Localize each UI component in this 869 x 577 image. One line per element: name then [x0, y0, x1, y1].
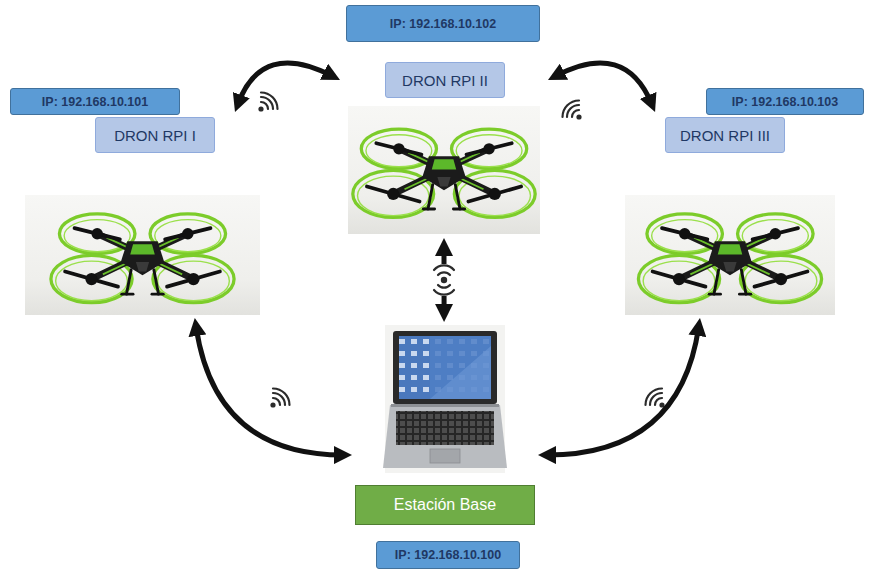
ip-address-text: IP: 192.168.10.100	[395, 548, 501, 562]
drone-photo	[625, 195, 835, 315]
drone-node: DRON RPI I	[22, 112, 262, 318]
base-station-node: Estación Base	[352, 322, 538, 528]
drone-photo	[348, 106, 540, 234]
drone-name-text: DRON RPI II	[402, 72, 488, 89]
wireless-link-arrow	[238, 63, 332, 104]
ip-address-box: IP: 192.168.10.101	[10, 88, 180, 115]
ip-address-box: IP: 192.168.10.100	[376, 541, 520, 569]
wireless-link-arrow	[442, 247, 447, 313]
drone-name-box: DRON RPI I	[95, 117, 215, 153]
drone-name-text: DRON RPI I	[114, 127, 196, 144]
ip-address-box: IP: 192.168.10.103	[706, 88, 864, 115]
drone-name-box: DRON RPI III	[665, 117, 785, 153]
drone-photo	[25, 195, 260, 315]
wifi-symbol	[258, 93, 277, 112]
wireless-link-arrow	[547, 327, 699, 455]
drone-node: DRON RPI III	[622, 112, 838, 318]
drone-name-text: DRON RPI III	[680, 127, 770, 144]
wireless-link-arrow	[196, 327, 343, 455]
base-station-label: Estación Base	[394, 496, 496, 514]
drone-node: DRON RPI II	[340, 60, 548, 238]
wifi-symbol	[563, 101, 582, 120]
base-station-box: Estación Base	[355, 485, 535, 525]
wifi-symbol	[270, 389, 289, 408]
ip-address-text: IP: 192.168.10.101	[42, 95, 148, 109]
wireless-link-arrow	[556, 63, 652, 104]
ip-address-text: IP: 192.168.10.103	[732, 95, 838, 109]
ip-address-box: IP: 192.168.10.102	[346, 5, 540, 42]
broadcast-symbol	[431, 264, 457, 296]
drone-name-box: DRON RPI II	[385, 62, 505, 98]
laptop-photo	[383, 325, 507, 473]
wifi-symbol	[646, 389, 665, 408]
ip-address-text: IP: 192.168.10.102	[390, 17, 496, 31]
